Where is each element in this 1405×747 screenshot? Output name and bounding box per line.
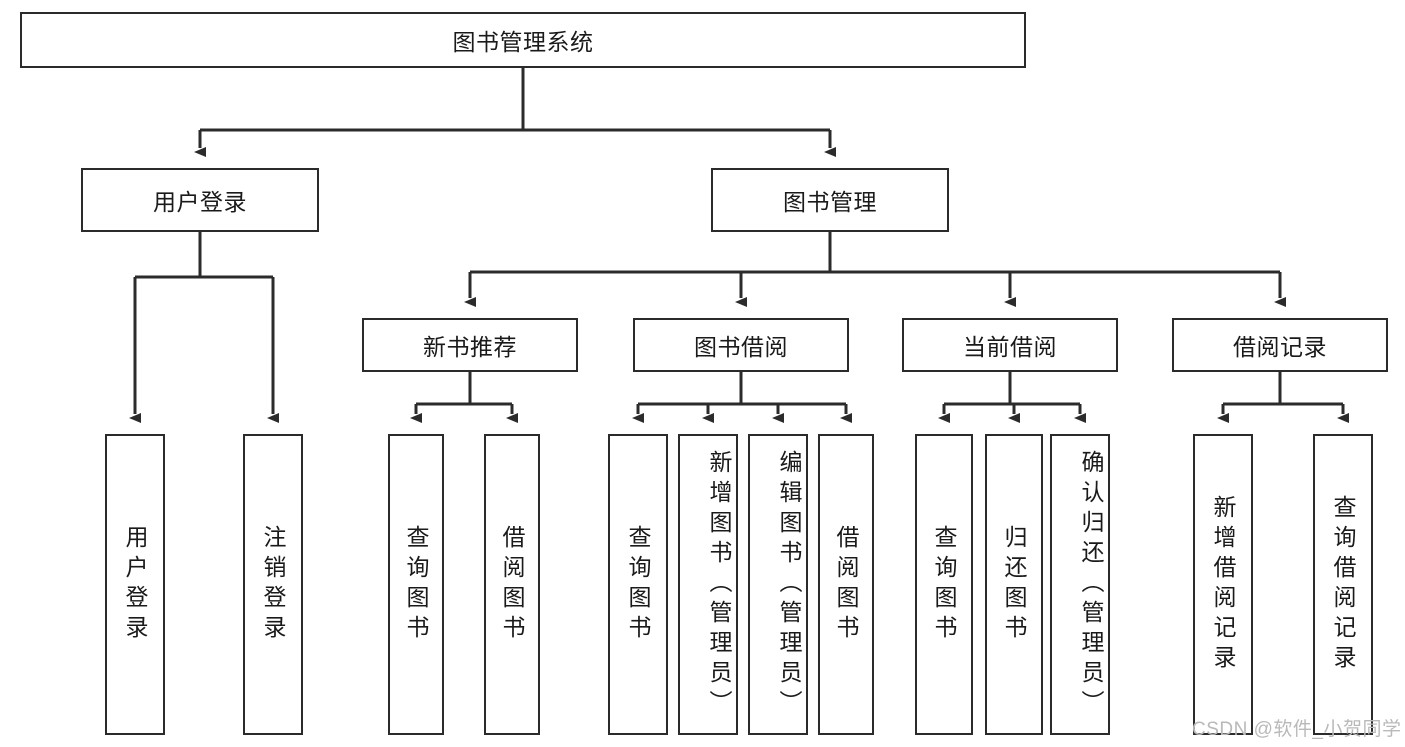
- node-leaf-add-book-label: 新增图书（管理员）: [706, 449, 732, 720]
- node-leaf-logout[interactable]: 注销登录: [243, 434, 303, 735]
- node-leaf-query-record[interactable]: 查询借阅记录: [1313, 434, 1373, 735]
- node-leaf-return-book-label: 归还图书: [1001, 524, 1027, 645]
- node-leaf-edit-book-label: 编辑图书（管理员）: [776, 449, 802, 720]
- node-leaf-edit-book[interactable]: 编辑图书（管理员）: [748, 434, 808, 735]
- node-book-manage[interactable]: 图书管理: [711, 168, 949, 232]
- node-leaf-add-record-label: 新增借阅记录: [1210, 494, 1236, 675]
- node-leaf-borrow-book-1[interactable]: 借阅图书: [484, 434, 540, 735]
- node-book-borrow-label: 图书借阅: [694, 334, 788, 360]
- node-leaf-confirm-return-label: 确认归还（管理员）: [1078, 449, 1104, 720]
- node-leaf-add-book[interactable]: 新增图书（管理员）: [678, 434, 738, 735]
- node-leaf-user-login-label: 用户登录: [122, 524, 148, 645]
- node-leaf-query-book-2-label: 查询图书: [625, 524, 651, 645]
- node-leaf-logout-label: 注销登录: [260, 524, 286, 645]
- node-leaf-query-book-3-label: 查询图书: [931, 524, 957, 645]
- node-leaf-user-login[interactable]: 用户登录: [105, 434, 165, 735]
- node-leaf-query-record-label: 查询借阅记录: [1330, 494, 1356, 675]
- node-leaf-query-book-1-label: 查询图书: [403, 524, 429, 645]
- node-borrow-record[interactable]: 借阅记录: [1172, 318, 1388, 372]
- node-new-book-rec-label: 新书推荐: [423, 334, 517, 360]
- node-root-label: 图书管理系统: [452, 29, 594, 55]
- node-leaf-add-record[interactable]: 新增借阅记录: [1193, 434, 1253, 735]
- node-user-login-label: 用户登录: [153, 189, 247, 215]
- node-leaf-borrow-book-2-label: 借阅图书: [833, 524, 859, 645]
- node-leaf-query-book-2[interactable]: 查询图书: [608, 434, 668, 735]
- node-book-manage-label: 图书管理: [783, 189, 877, 215]
- node-leaf-confirm-return[interactable]: 确认归还（管理员）: [1050, 434, 1110, 735]
- node-leaf-borrow-book-2[interactable]: 借阅图书: [818, 434, 874, 735]
- csdn-watermark: CSDN @软件_小贺同学: [1192, 719, 1402, 740]
- node-current-borrow-label: 当前借阅: [963, 334, 1057, 360]
- node-current-borrow[interactable]: 当前借阅: [902, 318, 1118, 372]
- node-leaf-return-book[interactable]: 归还图书: [985, 434, 1043, 735]
- node-leaf-borrow-book-1-label: 借阅图书: [499, 524, 525, 645]
- node-leaf-query-book-3[interactable]: 查询图书: [915, 434, 973, 735]
- node-root[interactable]: 图书管理系统: [20, 12, 1026, 68]
- node-leaf-query-book-1[interactable]: 查询图书: [388, 434, 444, 735]
- node-borrow-record-label: 借阅记录: [1233, 334, 1327, 360]
- node-book-borrow[interactable]: 图书借阅: [633, 318, 849, 372]
- node-user-login[interactable]: 用户登录: [81, 168, 319, 232]
- node-new-book-rec[interactable]: 新书推荐: [362, 318, 578, 372]
